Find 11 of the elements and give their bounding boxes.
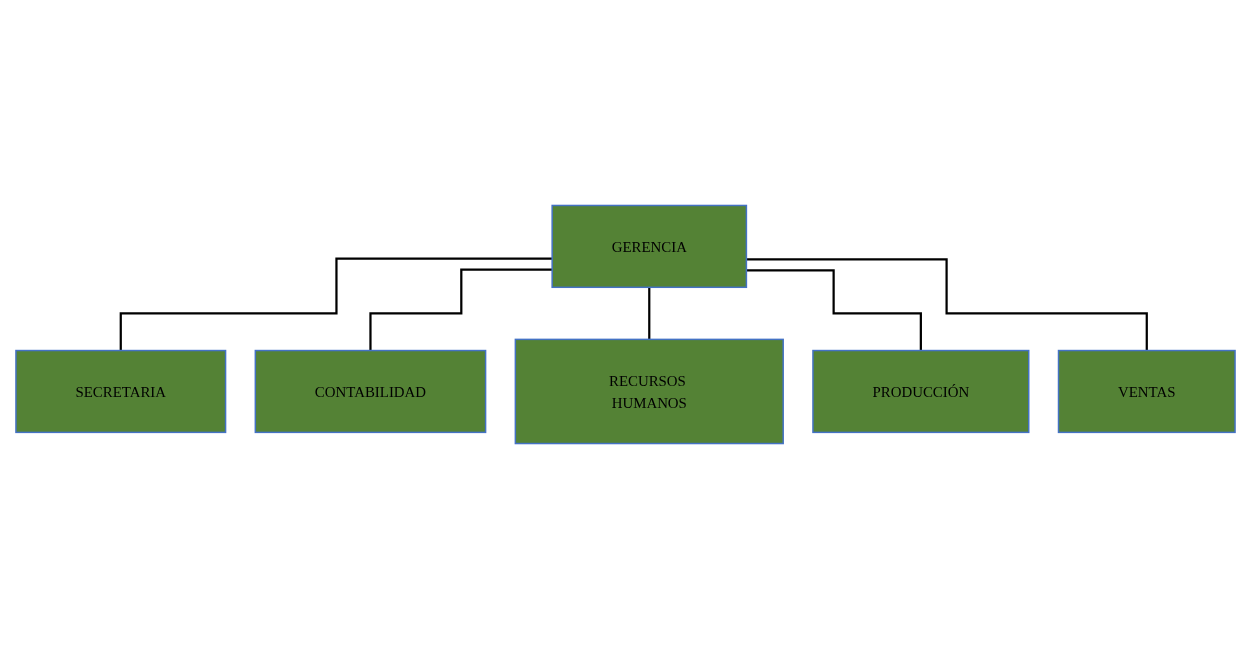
node-box: VENTAS bbox=[1057, 349, 1236, 434]
node-box: RECURSOS HUMANOS bbox=[514, 338, 784, 445]
connector bbox=[369, 268, 553, 352]
node-box: PRODUCCIÓN bbox=[812, 349, 1030, 434]
connector bbox=[746, 258, 1148, 352]
connector bbox=[648, 286, 651, 341]
connector bbox=[746, 269, 922, 352]
node-box: SECRETARIA bbox=[15, 349, 227, 434]
node-box: GERENCIA bbox=[551, 204, 748, 289]
connector bbox=[119, 257, 553, 352]
node-box: CONTABILIDAD bbox=[254, 349, 487, 434]
